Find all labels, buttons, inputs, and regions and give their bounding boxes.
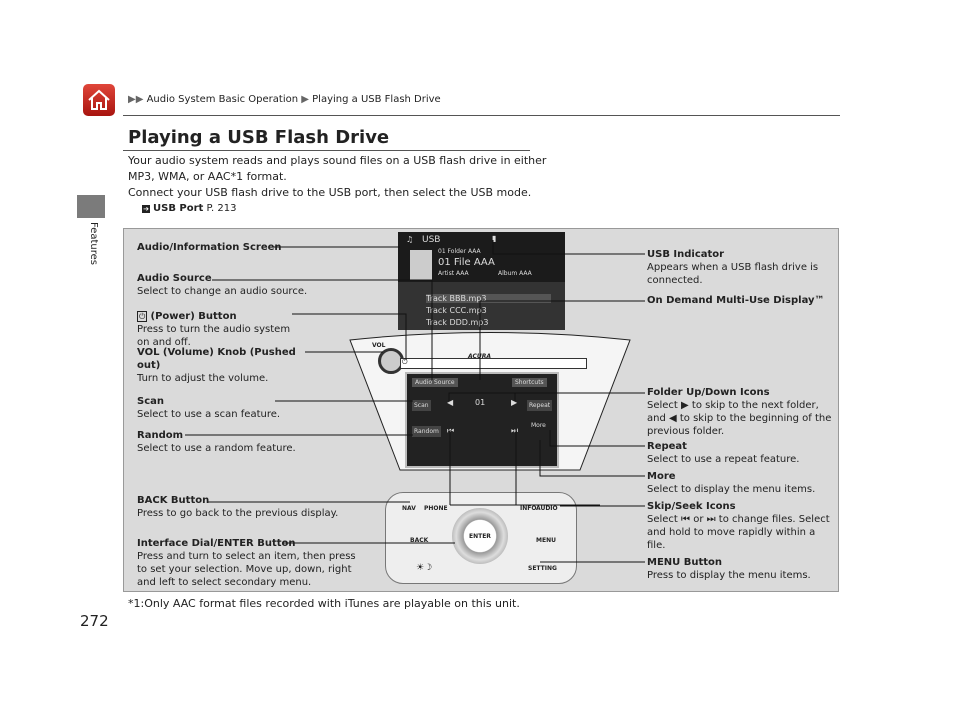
track-item[interactable]: Track BBB.mp3 [426, 294, 551, 303]
file-name: 01 File AAA [438, 257, 495, 268]
on-demand-display: Audio Source Shortcuts Scan ◀ 01 ▶ Repea… [405, 372, 559, 468]
nav-button[interactable]: NAV [402, 505, 416, 512]
breadcrumb-arrow: ▶ [301, 94, 309, 105]
label-audio-info-screen: Audio/Information Screen [137, 242, 282, 253]
disc-slot [400, 358, 587, 369]
music-icon: ♫ [406, 235, 414, 244]
ref-label: USB Port [153, 203, 204, 214]
artist-name: Artist AAA [438, 270, 469, 277]
page-title: Playing a USB Flash Drive [128, 127, 390, 148]
info-button[interactable]: INFO [520, 505, 537, 512]
audio-button[interactable]: AUDIO [536, 505, 558, 512]
audio-info-screen: ♫ USB ▮ 01 Folder AAA 01 File AAA Artist… [398, 232, 565, 330]
skip-back-icon[interactable]: ⏮ [447, 426, 455, 435]
phone-button[interactable]: PHONE [424, 505, 448, 512]
folder-number: 01 [475, 398, 486, 407]
breadcrumb: ▶▶ Audio System Basic Operation ▶ Playin… [128, 94, 441, 105]
cross-reference[interactable]: ➔USB Port P. 213 [142, 203, 236, 214]
skip-forward-icon[interactable]: ⏭ [511, 426, 519, 435]
brightness-icon[interactable]: ☀☽ [416, 563, 433, 573]
ref-page: P. 213 [206, 203, 237, 214]
album-art [410, 250, 432, 280]
intro-text: Your audio system reads and plays sound … [128, 154, 547, 183]
section-tab-label: Features [88, 222, 99, 265]
setting-button[interactable]: SETTING [528, 565, 557, 572]
label-on-demand-display: On Demand Multi-Use Display™ [647, 295, 825, 306]
album-name: Album AAA [498, 270, 532, 277]
breadcrumb-section[interactable]: Audio System Basic Operation [146, 94, 299, 105]
more-button[interactable]: More [531, 422, 546, 429]
shortcuts-button[interactable]: Shortcuts [512, 378, 547, 387]
breadcrumb-page: Playing a USB Flash Drive [312, 94, 441, 105]
track-item[interactable]: Track CCC.mp3 [426, 306, 487, 315]
back-button[interactable]: BACK [410, 537, 429, 544]
track-list: Track BBB.mp3 Track CCC.mp3 Track DDD.mp… [398, 282, 565, 330]
section-tab-marker[interactable] [77, 195, 105, 218]
scan-button[interactable]: Scan [412, 400, 431, 411]
interface-dial[interactable]: ENTER [452, 508, 508, 564]
folder-down-icon[interactable]: ◀ [447, 398, 454, 407]
divider [123, 115, 840, 116]
menu-button[interactable]: MENU [536, 537, 556, 544]
reference-arrow-icon: ➔ [142, 205, 150, 213]
intro: Your audio system reads and plays sound … [128, 153, 568, 201]
breadcrumb-arrow: ▶▶ [128, 94, 144, 105]
repeat-button[interactable]: Repeat [527, 400, 553, 411]
audio-source-button[interactable]: Audio Source [412, 378, 458, 387]
source-label: USB [422, 235, 441, 245]
folder-up-icon[interactable]: ▶ [511, 398, 518, 407]
folder-name: 01 Folder AAA [438, 248, 481, 255]
intro-text: Connect your USB flash drive to the USB … [128, 186, 532, 199]
power-icon[interactable]: ⏻ [402, 358, 408, 366]
enter-button[interactable]: ENTER [469, 533, 491, 540]
home-icon[interactable] [83, 84, 115, 116]
track-item[interactable]: Track DDD.mp3 [426, 318, 489, 327]
power-icon: ⏻ [137, 311, 148, 322]
usb-indicator-icon: ▮ [492, 234, 497, 243]
footnote: *1:Only AAC format files recorded with i… [128, 597, 520, 610]
vol-label: VOL [372, 342, 386, 349]
page-number: 272 [80, 612, 109, 630]
label-vol-knob: VOL (Volume) Knob (Pushed out)Turn to ad… [137, 347, 296, 384]
random-button[interactable]: Random [412, 426, 441, 437]
divider [123, 150, 530, 151]
